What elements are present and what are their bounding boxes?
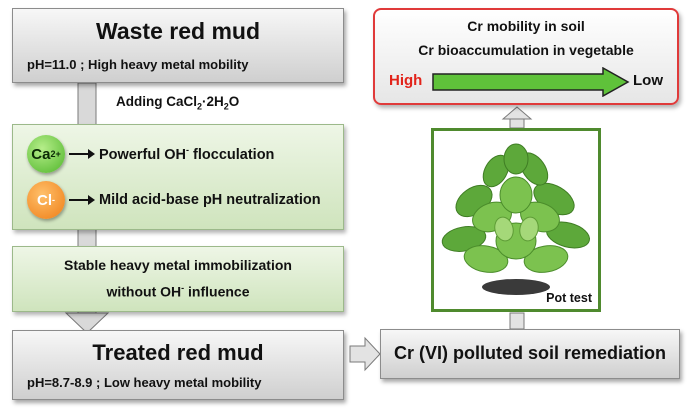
waste-title: Waste red mud: [95, 18, 260, 44]
immobilization-line2: without OH- influence: [13, 283, 343, 300]
immobilization-line2-sup: -: [181, 283, 185, 293]
chloride-arrow: [69, 195, 95, 205]
calcium-charge: 2+: [50, 149, 61, 159]
up-arrow-lower-shaft: [509, 312, 525, 330]
chloride-charge: -: [52, 195, 55, 205]
down-arrow-head: [64, 312, 110, 334]
vegetable-plant-illustration: [441, 143, 590, 295]
calcium-arrow: [69, 149, 95, 159]
up-arrow-head: [501, 106, 533, 120]
chloride-symbol: Cl: [37, 191, 52, 209]
additive-sub2: 2: [223, 101, 229, 112]
immobilization-line1: Stable heavy metal immobilization: [64, 257, 292, 273]
calcium-effect-text: Powerful OH: [99, 146, 187, 163]
treated-title: Treated red mud: [92, 340, 264, 365]
immobilization-box: Stable heavy metal immobilization withou…: [12, 246, 344, 312]
chloride-effect: Mild acid-base pH neutralization: [99, 192, 321, 208]
additive-suffix: O: [228, 94, 240, 109]
remediation-box: Cr (VI) polluted soil remediation: [380, 329, 680, 379]
additive-label: Adding CaCl2·2H2O: [116, 94, 239, 112]
chloride-row: Cl- Mild acid-base pH neutralization: [27, 181, 321, 219]
result-high-label: High: [389, 72, 423, 89]
result-line2: Cr bioaccumulation in vegetable: [418, 42, 634, 58]
decrease-arrow: [432, 67, 630, 97]
immobilization-line2-post: influence: [184, 283, 250, 300]
remediation-label: Cr (VI) polluted soil remediation: [393, 343, 667, 363]
treated-red-mud-box: Treated red mud pH=8.7-8.9 ; Low heavy m…: [12, 330, 344, 400]
calcium-symbol: Ca: [31, 145, 51, 163]
waste-red-mud-box: Waste red mud pH=11.0 ; High heavy metal…: [12, 8, 344, 83]
result-low-label: Low: [633, 72, 663, 89]
chloride-ion-badge: Cl-: [27, 181, 65, 219]
additive-middle: ·2H: [202, 94, 224, 109]
result-box: Cr mobility in soil Cr bioaccumulation i…: [373, 8, 679, 105]
additive-prefix: Adding CaCl: [116, 94, 197, 109]
calcium-effect-sup: -: [186, 145, 190, 156]
calcium-effect: Powerful OH- flocculation: [99, 145, 274, 163]
treated-subtitle: pH=8.7-8.9 ; Low heavy metal mobility: [27, 375, 262, 390]
right-arrow: [349, 336, 381, 372]
pot-test-label: Pot test: [546, 291, 592, 305]
calcium-effect-tail: flocculation: [189, 146, 275, 163]
immobilization-line2-pre: without OH: [106, 283, 182, 300]
waste-subtitle: pH=11.0 ; High heavy metal mobility: [27, 57, 249, 72]
result-line1: Cr mobility in soil: [467, 18, 585, 34]
additive-sub1: 2: [197, 101, 203, 112]
pot-test-frame: Pot test: [431, 128, 601, 312]
